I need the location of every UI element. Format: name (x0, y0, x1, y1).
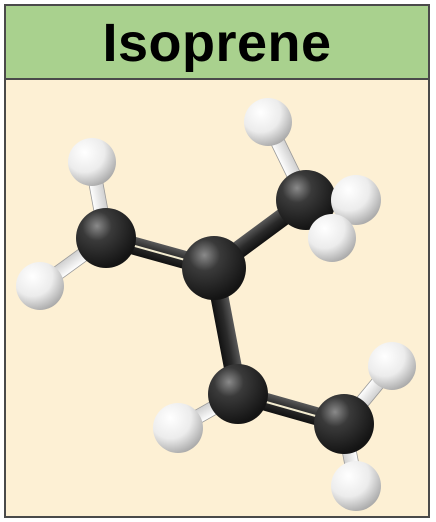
title-bar: Isoprene (6, 6, 428, 80)
hydrogen-atom-h2 (16, 262, 64, 310)
carbon-atom-c2 (182, 236, 246, 300)
hydrogen-atom-h1 (68, 138, 116, 186)
hydrogen-atom-h3 (244, 98, 292, 146)
carbon-atom-c4 (208, 364, 268, 424)
isoprene-molecule-model (16, 98, 416, 511)
hydrogen-atom-h4 (331, 175, 381, 225)
isoprene-card: Isoprene (4, 4, 430, 518)
carbon-atom-c5 (314, 394, 374, 454)
hydrogen-atom-h6 (153, 403, 203, 453)
carbon-atom-c3 (276, 170, 336, 230)
hydrogen-atom-h8 (331, 461, 381, 511)
hydrogen-atom-h7 (368, 342, 416, 390)
page-title: Isoprene (102, 13, 332, 73)
atoms-layer (16, 98, 416, 511)
hydrogen-atom-h5 (308, 214, 356, 262)
carbon-atom-c1 (76, 208, 136, 268)
